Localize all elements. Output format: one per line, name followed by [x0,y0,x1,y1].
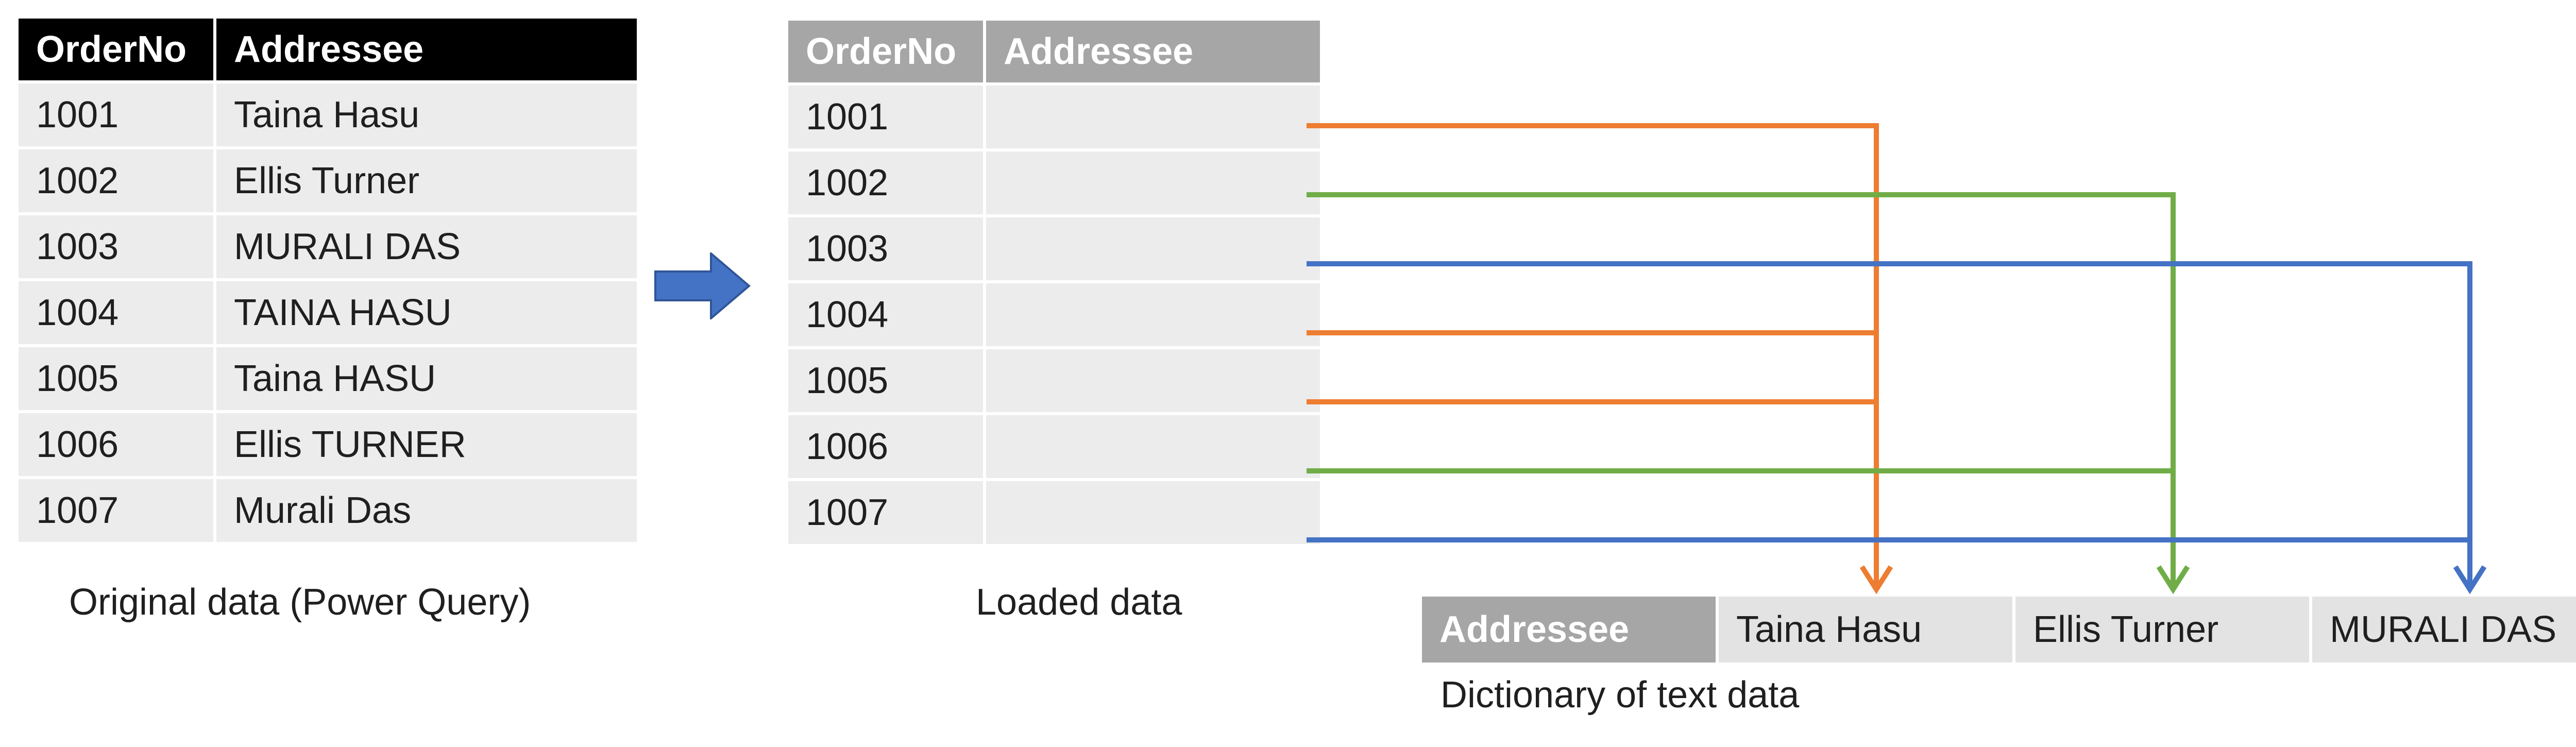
arrowhead-down-icon [2453,565,2487,595]
orderno-cell: 1003 [19,215,216,281]
table-header-row: OrderNo Addressee [788,21,1323,86]
addressee-cell: Taina Hasu [216,83,640,149]
table-row: 1005 [788,349,1323,415]
arrowhead-down-icon [2156,565,2190,595]
arrowhead-down-icon [1859,565,1893,595]
table-row: 1004 [788,283,1323,349]
table-row: 1003 [788,217,1323,283]
dictionary-entry: Ellis Turner [2015,597,2312,663]
addressee-cell: TAINA HASU [216,281,640,347]
orderno-cell: 1004 [788,283,986,349]
original-data-caption: Original data (Power Query) [69,582,531,623]
loaded-data-table: OrderNo Addressee 1001 1002 1003 1004 10… [788,21,1323,547]
dictionary-entry: Taina Hasu [1719,597,2015,663]
orderno-cell: 1006 [788,415,986,481]
addressee-cell [986,151,1323,217]
dictionary-entry: MURALI DAS [2312,597,2576,663]
addressee-cell [986,349,1323,415]
orderno-cell: 1005 [788,349,986,415]
addressee-cell [986,415,1323,481]
right-arrow-icon [654,252,751,319]
orderno-cell: 1003 [788,217,986,283]
orderno-cell: 1002 [19,149,216,215]
addressee-cell: Murali Das [216,479,640,545]
column-header-orderno: OrderNo [788,21,986,86]
table-row: 1007 [788,481,1323,547]
table-row: 1002 [788,151,1323,217]
addressee-cell: Taina HASU [216,347,640,413]
addressee-cell: Ellis TURNER [216,413,640,479]
orderno-cell: 1005 [19,347,216,413]
table-row: 1006 [788,415,1323,481]
addressee-cell [986,481,1323,547]
column-header-orderno: OrderNo [19,19,216,83]
loaded-data-caption: Loaded data [976,582,1182,623]
orderno-cell: 1001 [788,86,986,151]
dictionary-table: Addressee Taina Hasu Ellis Turner MURALI… [1422,597,2576,663]
orderno-cell: 1004 [19,281,216,347]
addressee-cell: MURALI DAS [216,215,640,281]
orderno-cell: 1007 [19,479,216,545]
column-header-addressee: Addressee [216,19,640,83]
table-row: 1001 [788,86,1323,151]
dictionary-header: Addressee [1422,597,1719,663]
table-header-row: OrderNo Addressee [19,19,640,83]
column-header-addressee: Addressee [986,21,1323,86]
addressee-cell [986,217,1323,283]
orderno-cell: 1006 [19,413,216,479]
orderno-cell: 1007 [788,481,986,547]
orderno-cell: 1002 [788,151,986,217]
addressee-cell: Ellis Turner [216,149,640,215]
orderno-cell: 1001 [19,83,216,149]
dictionary-caption: Dictionary of text data [1440,674,1800,716]
addressee-cell [986,86,1323,151]
addressee-cell [986,283,1323,349]
